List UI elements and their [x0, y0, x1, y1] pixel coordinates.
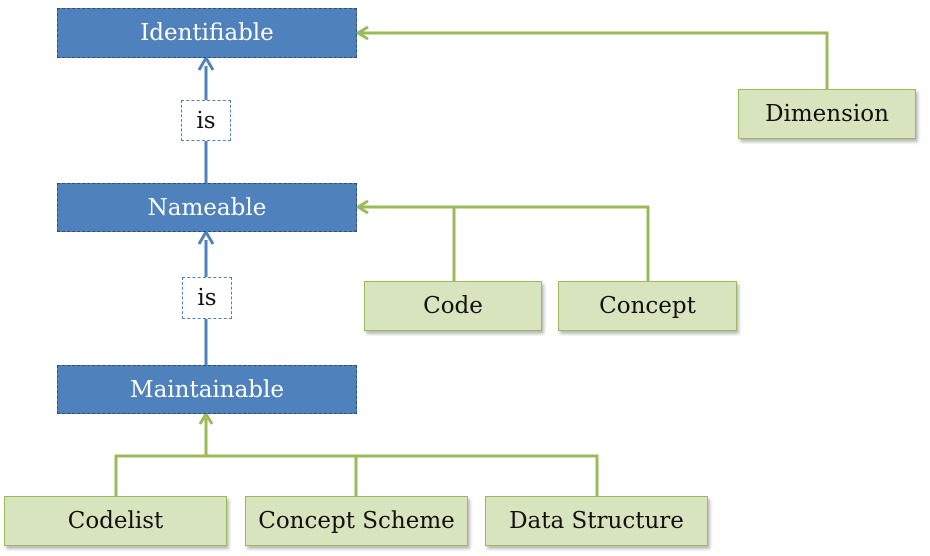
code-box[interactable]: Code [364, 281, 542, 331]
connector-data-structure-maintainable [356, 454, 599, 496]
identifiable-box[interactable]: Identifiable [57, 8, 357, 58]
connector-head-identifiable [355, 25, 369, 41]
concept-label: Concept [599, 293, 696, 319]
maintainable-box[interactable]: Maintainable [57, 365, 357, 414]
connector-concept-scheme-maintainable [206, 454, 358, 496]
data-structure-box[interactable]: Data Structure [485, 496, 708, 546]
nameable-box[interactable]: Nameable [57, 183, 357, 232]
dimension-box[interactable]: Dimension [738, 89, 916, 139]
concept-scheme-box[interactable]: Concept Scheme [245, 496, 468, 546]
dimension-label: Dimension [765, 101, 889, 127]
maintainable-label: Maintainable [130, 376, 284, 403]
concept-box[interactable]: Concept [558, 281, 737, 331]
identifiable-label: Identifiable [140, 20, 274, 46]
is-relation-label-upper: is [181, 100, 231, 141]
connector-code-nameable [360, 205, 456, 281]
inherit-arrow-head-upper [197, 55, 215, 71]
codelist-box[interactable]: Codelist [4, 496, 227, 546]
connector-head-maintainable [198, 411, 214, 425]
codelist-label: Codelist [67, 508, 164, 534]
code-label: Code [423, 293, 483, 319]
concept-scheme-label: Concept Scheme [258, 508, 455, 534]
data-structure-label: Data Structure [509, 508, 684, 534]
nameable-label: Nameable [147, 194, 267, 221]
inherit-arrow-head-lower [197, 229, 215, 245]
connector-codelist-maintainable [114, 418, 208, 496]
connector-concept-nameable [454, 205, 650, 281]
is-relation-label-lower: is [182, 277, 232, 319]
connector-head-nameable [355, 199, 369, 215]
connector-dimension-identifiable [360, 31, 829, 89]
